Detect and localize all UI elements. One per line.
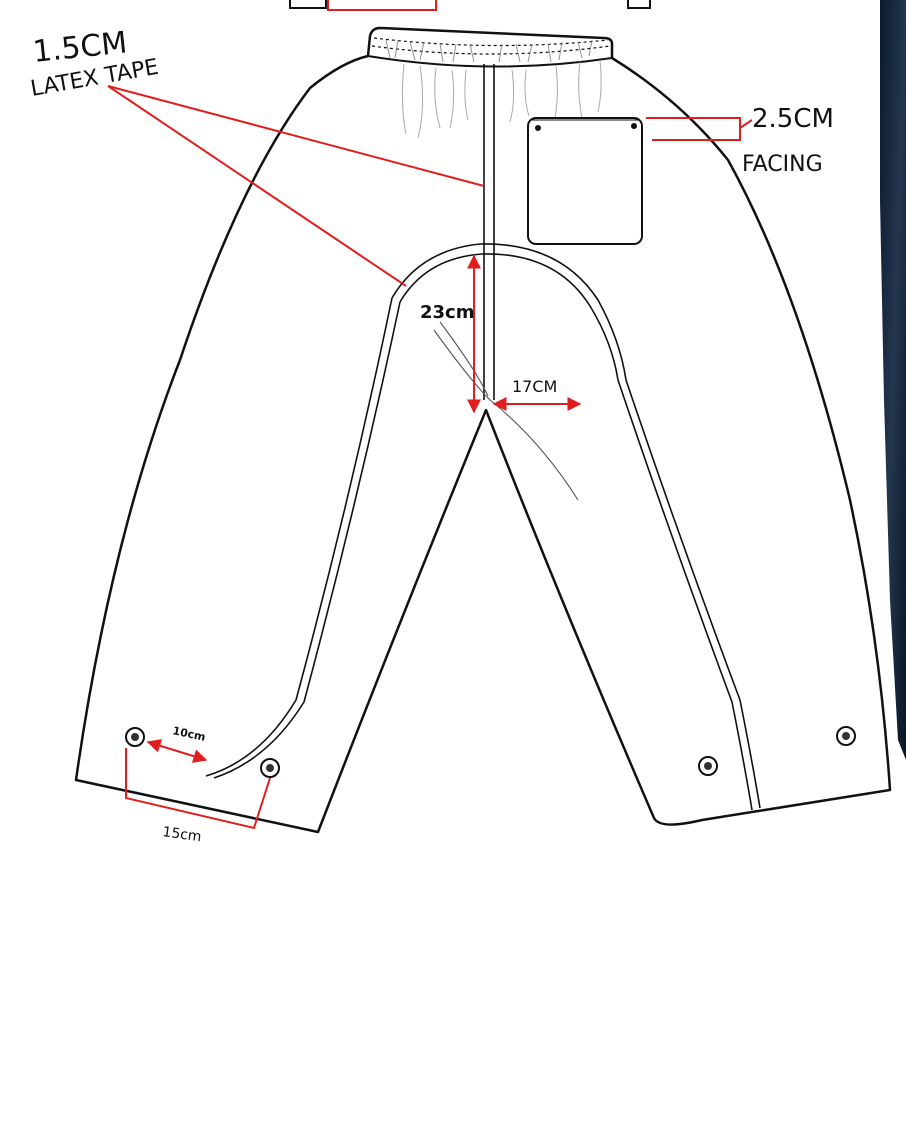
pocket-rivet-right [631, 123, 637, 129]
crotch-width-label: 17CM [512, 377, 557, 396]
crotch-arch-tape [391, 243, 627, 381]
pants-body [74, 26, 892, 834]
crotch-height-label: 23cm [420, 302, 474, 323]
hem-snaps [125, 726, 856, 778]
pocket-rivets [535, 123, 637, 131]
pocket-rivet-left [535, 125, 541, 131]
waistband [367, 37, 613, 68]
left-leg-seam-tape [205, 297, 401, 779]
back-pocket [527, 117, 643, 245]
snap-spacing-arrow [146, 739, 208, 763]
pants-outline [74, 26, 892, 834]
tape-leader-seam [107, 85, 485, 187]
snap-icon [260, 758, 280, 778]
annotation-lines [107, 85, 753, 830]
hem-width-bracket [125, 748, 271, 830]
snap-icon [836, 726, 856, 746]
facing-value: 2.5CM [752, 104, 834, 134]
facing-bracket [646, 117, 741, 141]
right-leg-seam-tape [617, 379, 761, 811]
tape-leader-arch [107, 85, 407, 287]
top-cropped-boxes [289, 0, 651, 11]
snap-icon [125, 727, 145, 747]
facing-label: FACING [742, 152, 823, 177]
snap-icon [698, 756, 718, 776]
background-photo-strip [880, 0, 906, 760]
hem-width-label: 15cm [161, 824, 202, 845]
center-back-seam-tape [483, 64, 495, 400]
